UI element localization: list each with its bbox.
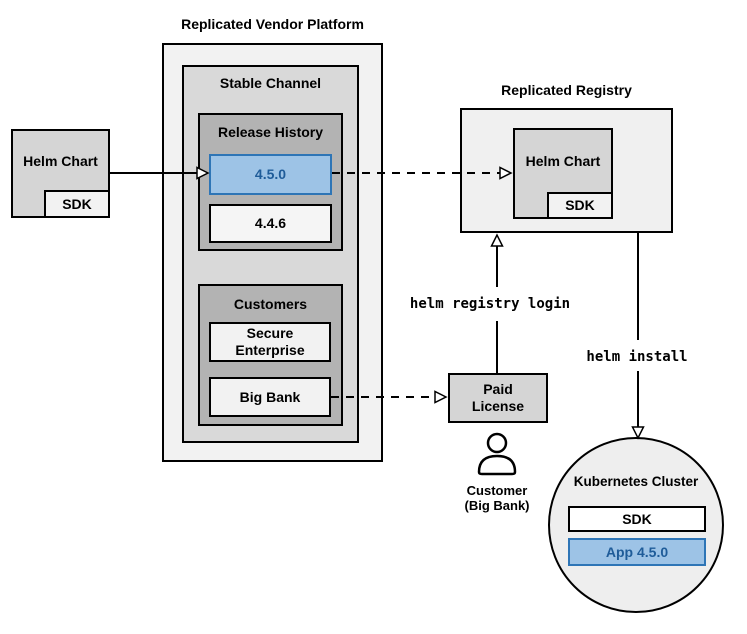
paid-license-label: Paid License xyxy=(471,381,525,414)
person-icon xyxy=(477,432,517,476)
person-icon-body xyxy=(477,454,517,476)
paid-license-box: Paid License xyxy=(448,373,548,423)
stable-channel-label: Stable Channel xyxy=(219,75,322,91)
helm-chart-source-sdk-label: SDK xyxy=(62,195,92,212)
customer-big-bank-box: Big Bank xyxy=(209,377,331,417)
customer-actor-line1: Customer xyxy=(466,483,528,498)
helm-chart-source-label-wrap: Helm Chart xyxy=(13,131,108,191)
helm-chart-source-box: Helm Chart SDK xyxy=(11,129,110,218)
cluster-sdk-box: SDK xyxy=(568,506,706,532)
registry-helm-chart-box: Helm Chart SDK xyxy=(513,128,613,219)
registry-helm-chart-label: Helm Chart xyxy=(525,152,601,169)
arrowhead-bigbank-to-license-icon xyxy=(434,390,448,404)
registry-sdk-label: SDK xyxy=(565,197,595,214)
registry-helm-chart-label-wrap: Helm Chart xyxy=(515,130,611,192)
registry-sdk-box: SDK xyxy=(547,192,613,219)
cluster-app-box: App 4.5.0 xyxy=(568,538,706,566)
release-item-446: 4.4.6 xyxy=(209,204,332,243)
release-history-label: Release History xyxy=(217,124,324,140)
helm-install-command: helm install xyxy=(586,349,688,365)
customer-actor-label: Customer (Big Bank) xyxy=(447,483,547,513)
release-450-label: 4.5.0 xyxy=(254,166,287,183)
cluster-app-label: App 4.5.0 xyxy=(605,543,669,560)
customer-secure-enterprise-label: Secure Enterprise xyxy=(235,325,305,358)
customer-actor-line2: (Big Bank) xyxy=(464,498,530,513)
arrowhead-login-to-registry-icon xyxy=(490,233,504,247)
customers-label: Customers xyxy=(233,296,308,312)
person-icon-head xyxy=(486,432,508,454)
registry-title: Replicated Registry xyxy=(501,82,632,98)
release-item-450: 4.5.0 xyxy=(209,154,332,195)
cluster-sdk-label: SDK xyxy=(622,510,652,527)
vendor-platform-title: Replicated Vendor Platform xyxy=(181,16,364,32)
helm-chart-source-label: Helm Chart xyxy=(23,152,98,169)
kubernetes-cluster-label: Kubernetes Cluster xyxy=(573,474,699,489)
helm-chart-source-sdk-box: SDK xyxy=(44,190,110,218)
customer-secure-enterprise-box: Secure Enterprise xyxy=(209,322,331,362)
helm-registry-login-command: helm registry login xyxy=(409,296,571,312)
customer-big-bank-label: Big Bank xyxy=(239,388,301,405)
release-446-label: 4.4.6 xyxy=(254,215,287,232)
